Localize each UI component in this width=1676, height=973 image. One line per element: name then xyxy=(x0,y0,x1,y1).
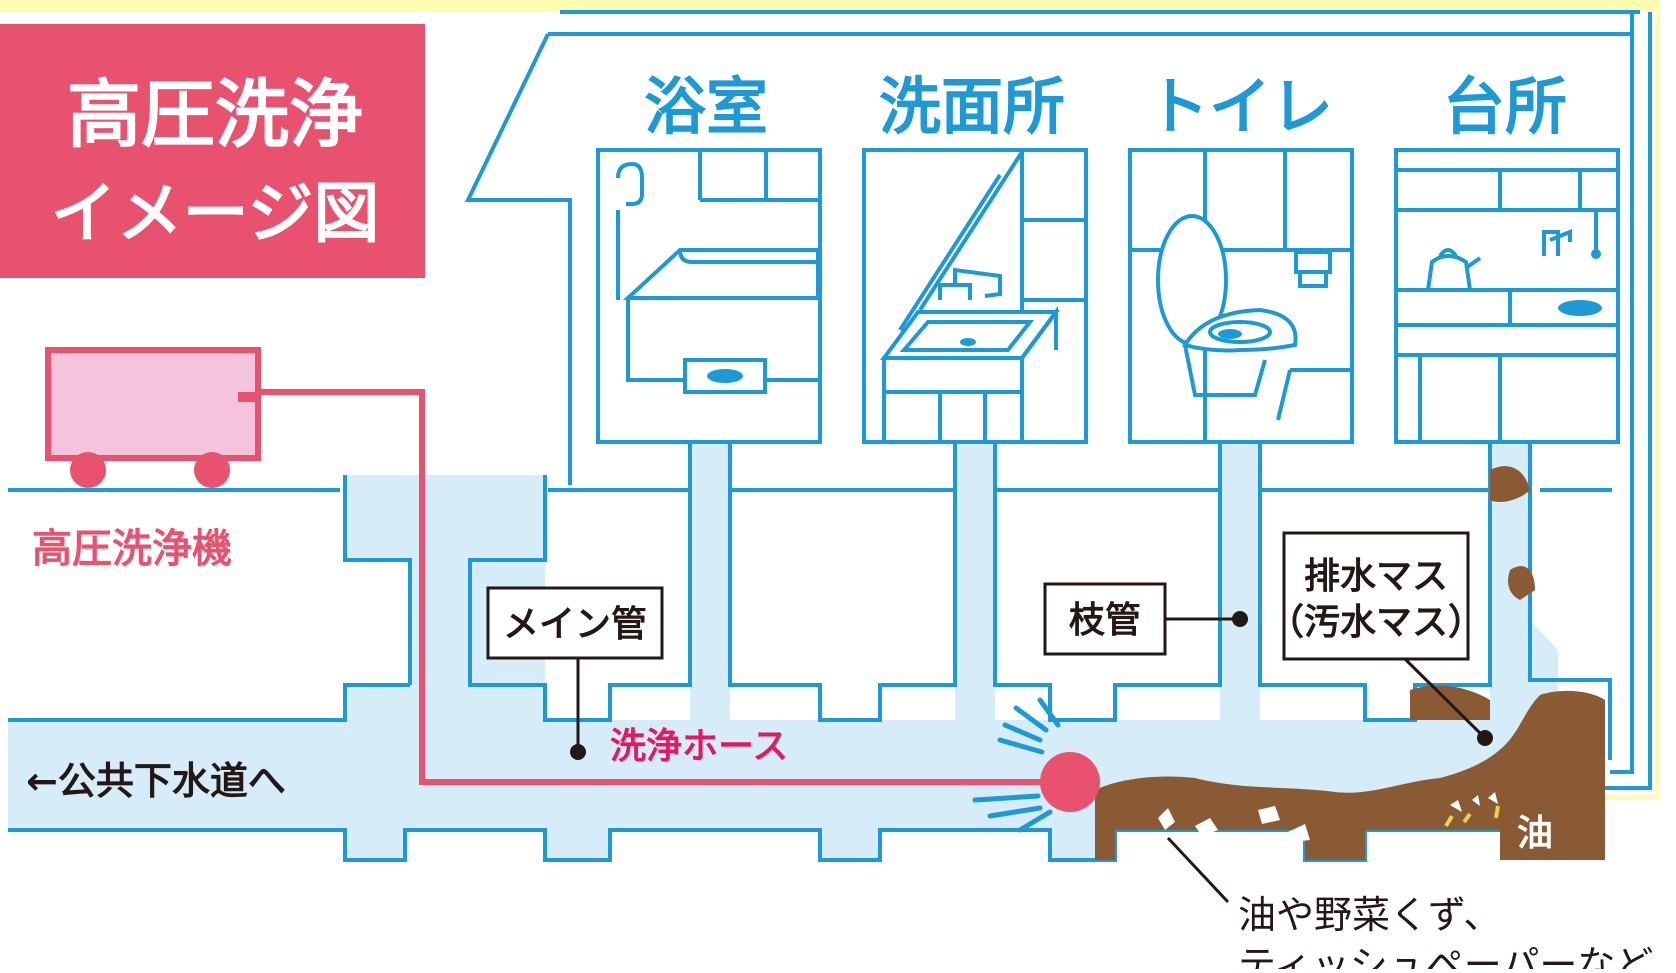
room-toilet xyxy=(1128,148,1354,444)
sludge xyxy=(1095,466,1605,860)
branch-pipe-label: 枝管 xyxy=(1069,600,1141,641)
room-washroom xyxy=(862,148,1088,444)
room-label-kitchen: 台所 xyxy=(1443,70,1567,143)
oil-label: 油 xyxy=(1517,813,1553,854)
room-label-bath: 浴室 xyxy=(644,70,768,143)
drain-box-callout: 排水マス （汚水マス） xyxy=(1268,531,1493,746)
debris-callout: 油や野菜くず、 ティッシュペーパーなど xyxy=(1166,836,1653,973)
hose-nozzle xyxy=(1040,752,1100,812)
debris-yellow xyxy=(1444,805,1500,828)
debris-label-line2: ティッシュペーパーなど xyxy=(1238,943,1653,969)
room-bath xyxy=(596,148,822,444)
sewer-label: ←公共下水道へ xyxy=(26,759,286,803)
title-line2: イメージ図 xyxy=(51,175,380,252)
main-pipe-callout: メイン管 xyxy=(486,586,664,760)
wash-hose xyxy=(258,389,1058,785)
house-outline xyxy=(464,32,1630,485)
drain-box-label-line1: 排水マス xyxy=(1304,556,1448,597)
title-box: 高圧洗浄 イメージ図 xyxy=(0,24,425,278)
pipe-network xyxy=(8,441,1612,862)
debris-label-line1: 油や野菜くず、 xyxy=(1238,893,1501,937)
room-label-washroom: 洗面所 xyxy=(879,70,1065,143)
branch-pipe-callout: 枝管 xyxy=(1043,582,1248,656)
high-pressure-washer xyxy=(45,347,261,488)
main-pipe-label: メイン管 xyxy=(503,604,647,645)
title-line1: 高圧洗浄 xyxy=(67,72,363,158)
water-spray xyxy=(972,697,1061,833)
room-label-toilet: トイレ xyxy=(1147,70,1333,143)
machine-label: 高圧洗浄機 xyxy=(32,526,232,572)
debris-pieces xyxy=(1158,792,1498,842)
hose-label: 洗浄ホース xyxy=(610,726,788,767)
drain-box-label-line2: （汚水マス） xyxy=(1268,602,1484,643)
room-kitchen xyxy=(1394,148,1620,444)
